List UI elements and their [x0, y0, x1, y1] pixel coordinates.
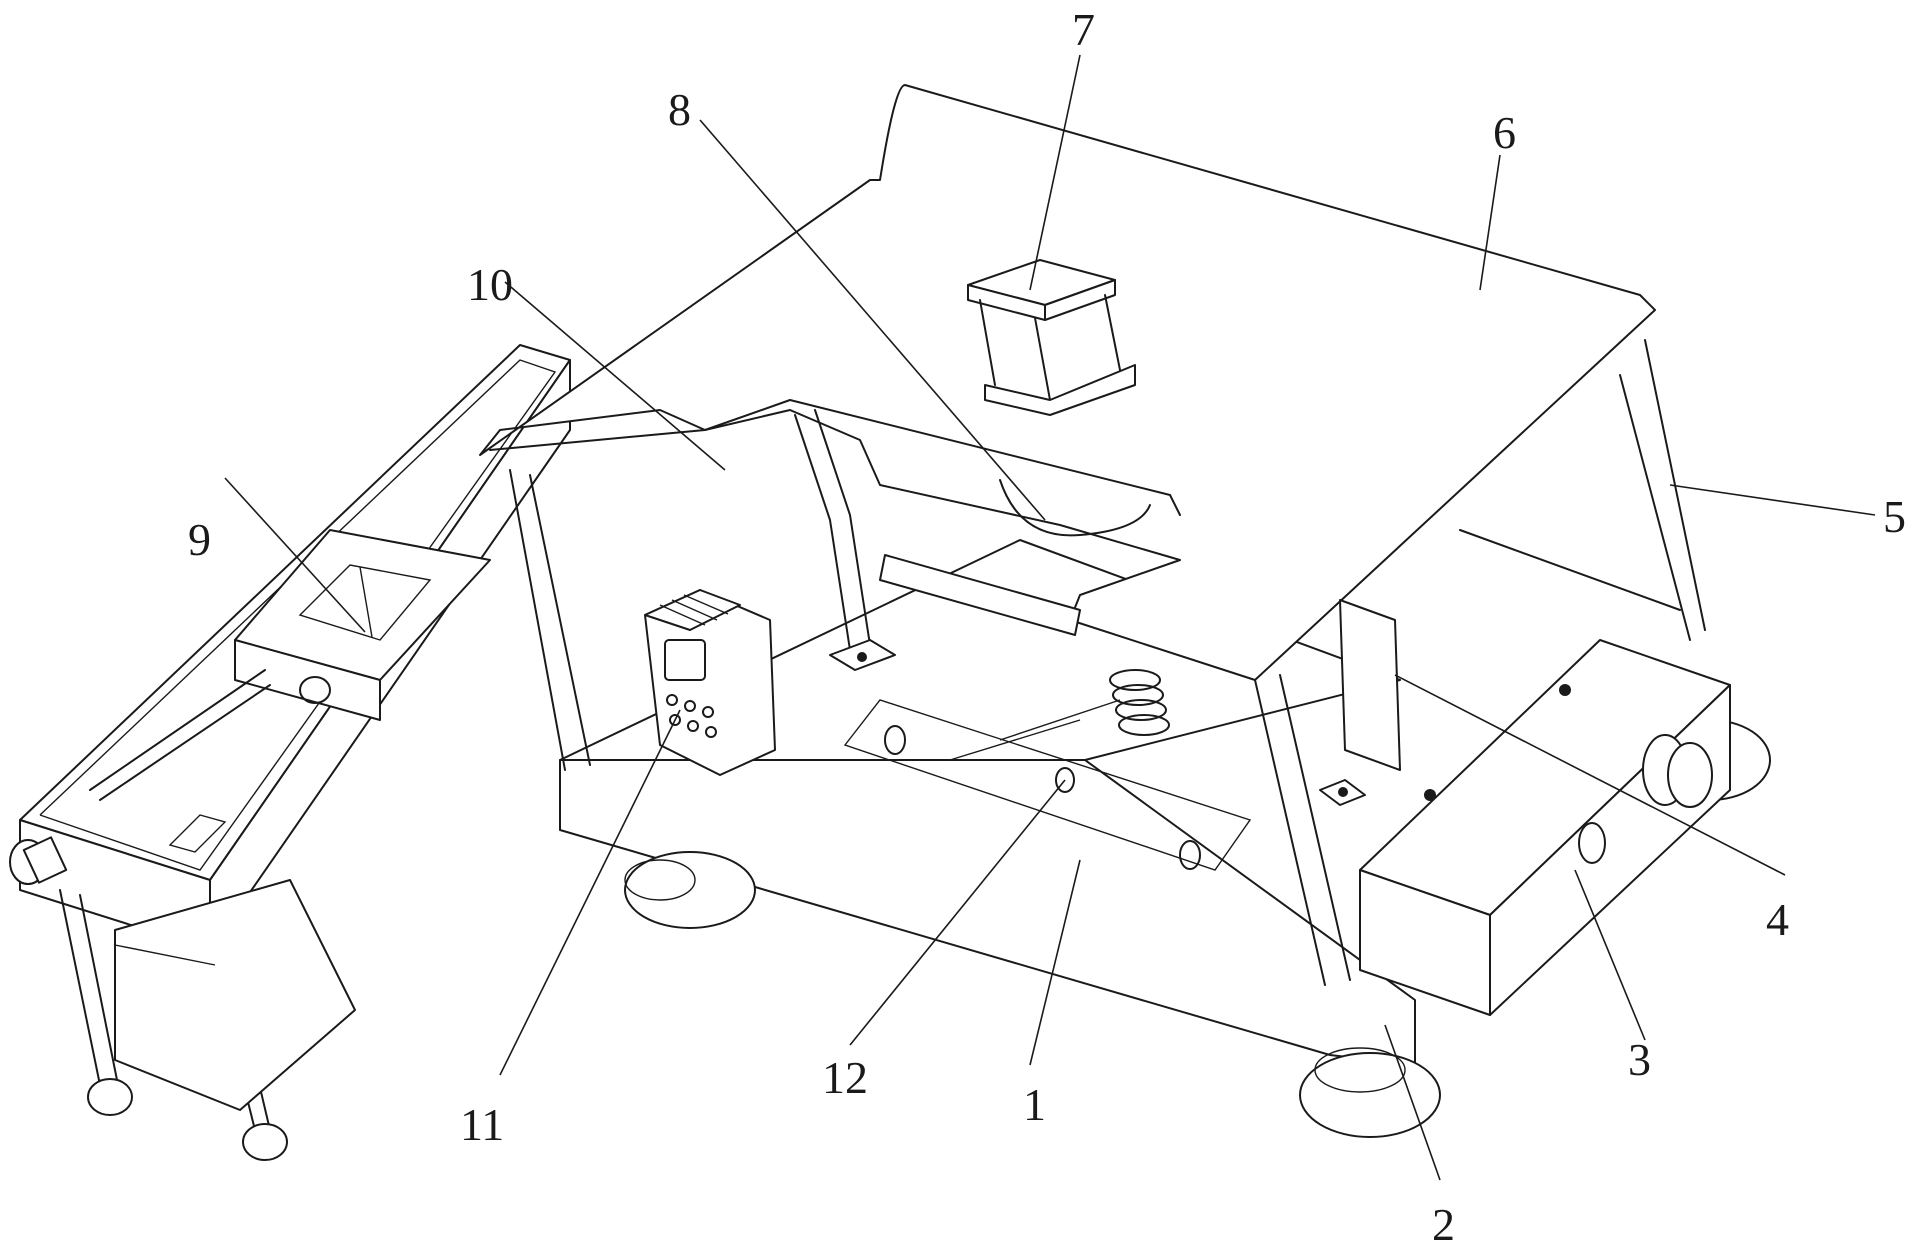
numeral-4: 4	[1766, 894, 1789, 945]
numeral-11: 11	[460, 1099, 504, 1150]
guide-plate	[1340, 600, 1400, 770]
numeral-6: 6	[1493, 107, 1516, 158]
numeral-10: 10	[467, 259, 513, 310]
feed-trough-assembly	[10, 345, 570, 1160]
screw-icon	[857, 652, 867, 662]
numeral-12: 12	[822, 1052, 868, 1103]
numeral-8: 8	[668, 84, 691, 135]
numeral-5: 5	[1883, 491, 1906, 542]
numeral-1: 1	[1023, 1079, 1046, 1130]
foot-pad-icon	[1300, 1053, 1440, 1137]
trough-leg-edge	[80, 895, 118, 1085]
numeral-2: 2	[1432, 1199, 1455, 1250]
screw-icon	[1559, 684, 1571, 696]
screw-icon	[1338, 787, 1348, 797]
controller-screen	[665, 640, 705, 680]
controller	[645, 590, 775, 775]
table-leg-edge	[530, 475, 590, 765]
table-crossbar	[1460, 530, 1680, 610]
side-box	[1360, 640, 1730, 1015]
trough-foot-icon	[88, 1079, 132, 1115]
leader-5	[1670, 485, 1875, 515]
numeral-9: 9	[188, 514, 211, 565]
u-frame-post	[795, 415, 850, 650]
trough-foot-icon	[243, 1124, 287, 1160]
adjust-knob-face	[1668, 743, 1712, 807]
numeral-7: 7	[1072, 4, 1095, 55]
numeral-3: 3	[1628, 1034, 1651, 1085]
screw-icon	[1424, 789, 1436, 801]
trough-leg	[60, 890, 100, 1085]
